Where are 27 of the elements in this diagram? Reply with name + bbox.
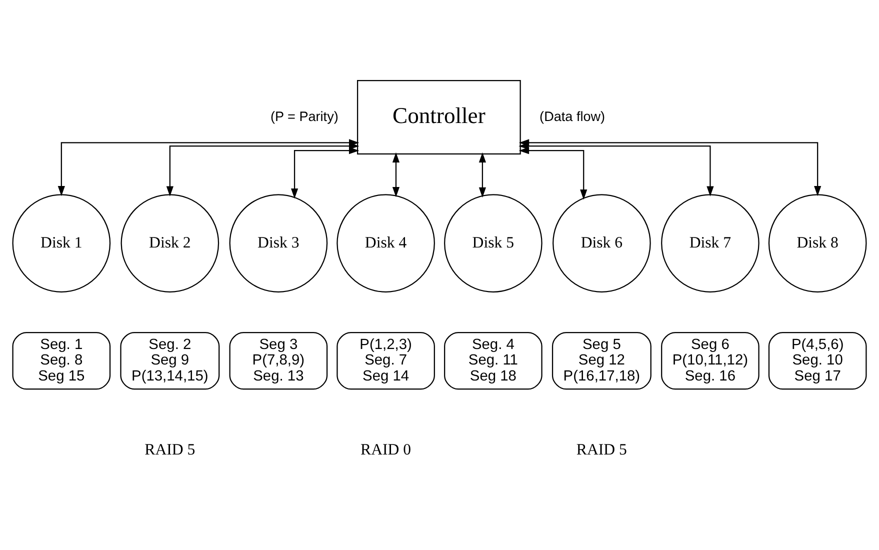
node-box: Seg. 1 Seg. 8 Seg 15: [12, 332, 111, 390]
node-box: Controller: [356, 79, 521, 154]
node-box: P(1,2,3) Seg. 7 Seg 14: [336, 332, 435, 390]
arrow: [478, 152, 486, 198]
arrow: [166, 142, 360, 196]
label: RAID 5: [576, 440, 627, 458]
node-circle: Disk 5: [444, 194, 542, 292]
node-circle: Disk 2: [120, 194, 220, 292]
node-box: Seg 5 Seg 12 P(16,17,18): [552, 332, 652, 390]
node-circle: Disk 4: [336, 194, 435, 292]
node-circle: Disk 1: [12, 194, 111, 292]
label: (P = Parity): [270, 108, 338, 124]
node-box: Seg 6 P(10,11,12) Seg. 16: [661, 332, 760, 390]
node-circle: Disk 8: [768, 194, 867, 292]
node-box: P(4,5,6) Seg. 10 Seg 17: [768, 332, 867, 390]
arrow: [392, 152, 400, 197]
node-box: Seg. 2 Seg 9 P(13,14,15): [120, 332, 220, 390]
label: RAID 5: [144, 440, 196, 458]
node-circle: Disk 6: [552, 194, 651, 292]
arrow: [290, 146, 360, 198]
label: (Data flow): [540, 108, 606, 124]
node-box: Seg. 4 Seg. 11 Seg 18: [444, 332, 542, 390]
node-box: Seg 3 P(7,8,9) Seg. 13: [229, 332, 328, 390]
arrow: [518, 146, 588, 200]
node-circle: Disk 7: [661, 194, 760, 292]
node-circle: Disk 3: [229, 194, 328, 292]
label: RAID 0: [360, 440, 412, 458]
